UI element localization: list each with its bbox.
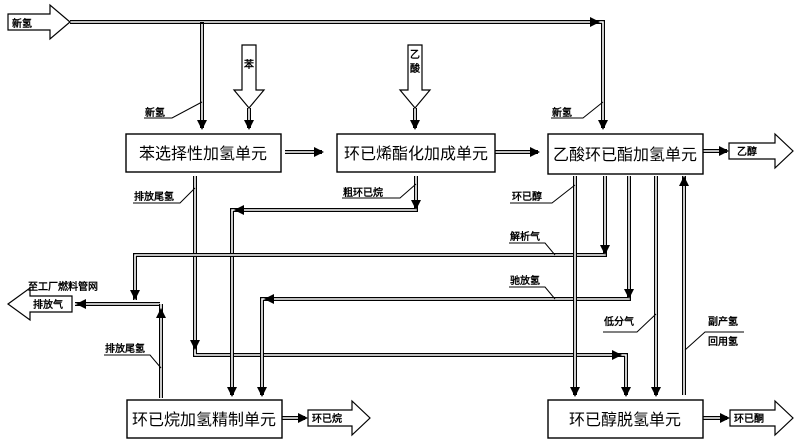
arrow-right-icon (530, 147, 540, 157)
unit-cyclohexene-esterification: 环已烯酯化加成单元 (336, 133, 496, 173)
label-desorption-gas: 解析气 (510, 230, 540, 243)
input-fresh-hydrogen-label: 新氢 (12, 17, 32, 30)
arrow-left-icon (264, 294, 274, 304)
arrow-down-icon (257, 387, 267, 397)
arrow-down-icon (190, 340, 200, 350)
unit-benzene-hydrogenation: 苯选择性加氢单元 (125, 133, 282, 173)
output-ethanol: 乙醇 (728, 132, 794, 170)
arrow-down-icon (227, 387, 237, 397)
arrow-down-icon (411, 200, 421, 210)
label-to-fuel-network: 至工厂燃料管网 (28, 280, 98, 293)
arrow-down-icon (621, 387, 631, 397)
arrowheads (76, 17, 730, 423)
arrow-up-icon (679, 176, 689, 186)
leader-labels: 新氢 新氢 排放尾氢 粗环已烷 环已醇 解析气 驰放氢 低分气 副产氢 回用氢 … (28, 101, 744, 369)
arrow-down-icon (600, 245, 610, 255)
arrow-right-icon (612, 350, 622, 360)
label-cyclohexanol: 环已醇 (512, 190, 542, 203)
label-purge-h2: 驰放氢 (510, 274, 540, 287)
arrow-down-icon (570, 387, 580, 397)
unit-acetate-hydrogenation-label: 乙酸环已酯加氢单元 (553, 145, 697, 164)
output-ethanol-label: 乙醇 (737, 145, 757, 158)
arrow-right-icon (590, 17, 600, 27)
pipes (70, 20, 727, 420)
arrow-down-icon (130, 290, 140, 300)
arrow-right-icon (314, 147, 324, 157)
label-tail-h2-2: 排放尾氢 (105, 342, 145, 355)
arrow-right-icon (719, 146, 729, 156)
unit-cyclohexanol-dehydrogenation-label: 环已醇脱氢单元 (569, 410, 681, 429)
arrow-left-icon (234, 205, 244, 215)
arrow-right-icon (298, 413, 308, 423)
unit-acetate-hydrogenation: 乙酸环已酯加氢单元 (547, 133, 704, 175)
output-cyclohexane: 环已烷 (307, 399, 371, 437)
pipe-tail-h2-unit1 (193, 176, 628, 395)
pipe-fresh-h2-header (70, 20, 605, 128)
label-crude-cyclohexane: 粗环已烷 (343, 186, 383, 199)
output-vent-gas: 排放气 (6, 286, 73, 322)
unit-benzene-hydrogenation-label: 苯选择性加氢单元 (139, 144, 267, 163)
arrow-up-icon (156, 308, 166, 318)
pipe-crude-cyclohexane (230, 176, 418, 395)
output-vent-gas-label: 排放气 (33, 298, 63, 311)
input-fresh-hydrogen: 新氢 (7, 3, 71, 41)
unit-cyclohexanol-dehydrogenation: 环已醇脱氢单元 (547, 399, 704, 439)
input-benzene-label: 苯 (243, 58, 255, 71)
pipe-purge-h2 (260, 176, 631, 395)
arrow-down-icon (410, 120, 420, 130)
arrow-down-icon (244, 120, 254, 130)
arrow-down-icon (624, 289, 634, 299)
unit-cyclohexene-esterification-label: 环已烯酯化加成单元 (344, 144, 488, 163)
label-recycle-h2: 回用氢 (708, 335, 738, 348)
label-byproduct-h2: 副产氢 (708, 315, 738, 328)
label-fresh-h2-2: 新氢 (552, 106, 572, 119)
label-low-gas: 低分气 (603, 315, 634, 328)
pipe-desorption-gas (133, 176, 607, 300)
output-cyclohexanone: 环已酮 (729, 399, 794, 437)
label-fresh-h2-1: 新氢 (145, 106, 165, 119)
output-cyclohexanone-label: 环已酮 (734, 413, 764, 425)
label-tail-h2-1: 排放尾氢 (134, 190, 174, 203)
arrow-down-icon (651, 387, 661, 397)
input-acetic-acid-label-2: 酸 (410, 62, 421, 75)
input-acetic-acid-label-1: 乙 (410, 49, 420, 61)
output-cyclohexane-label: 环已烷 (312, 412, 342, 425)
unit-cyclohexane-refining: 环已烷加氢精制单元 (126, 399, 283, 439)
arrow-left-icon (76, 299, 86, 309)
arrow-right-icon (720, 413, 730, 423)
arrow-down-icon (598, 120, 608, 130)
arrow-down-icon (197, 120, 207, 130)
unit-cyclohexane-refining-label: 环已烷加氢精制单元 (132, 410, 276, 429)
input-benzene: 苯 (232, 44, 266, 109)
input-acetic-acid: 乙 酸 (398, 44, 432, 109)
